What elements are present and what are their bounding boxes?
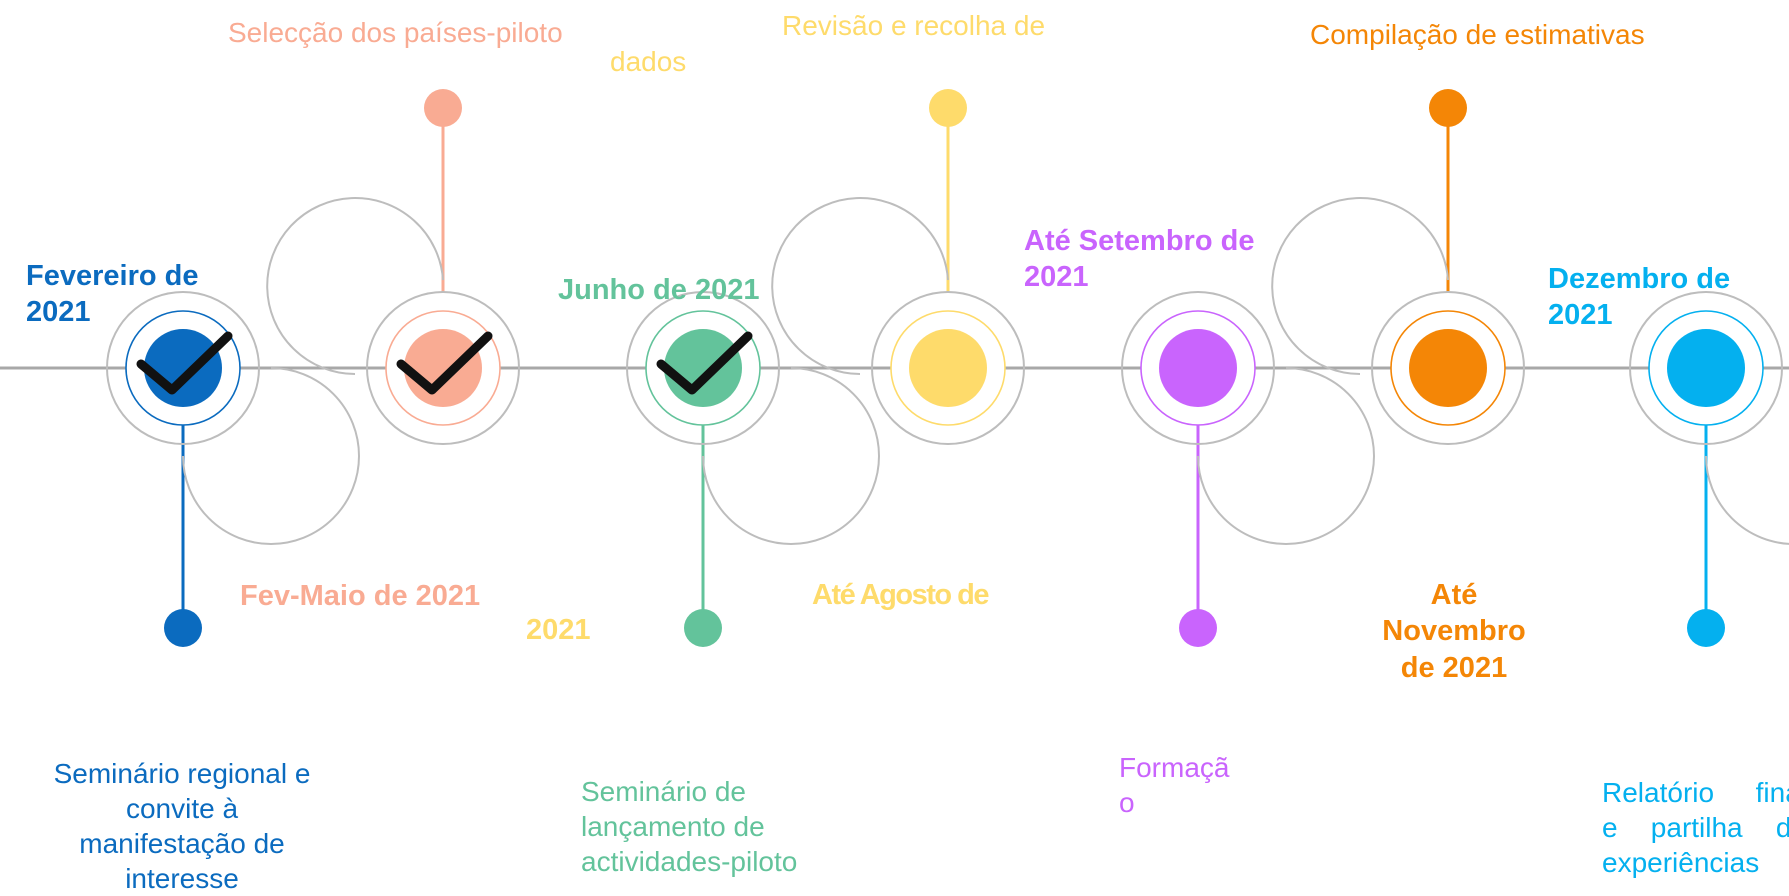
milestone-2-outer-ring — [366, 291, 520, 445]
milestone-1-activity: Seminário regional e convite à manifesta… — [53, 758, 311, 894]
milestone-4-outer-ring — [871, 291, 1025, 445]
milestone-1-outer-ring — [106, 291, 260, 445]
milestone-7-outer-arc — [1705, 455, 1789, 545]
milestone-1-check-icon — [136, 331, 233, 395]
milestone-1-core — [144, 329, 222, 407]
milestone-6-date: Até Novembro de 2021 — [1382, 579, 1526, 684]
milestone-2-outer-arc — [266, 197, 444, 375]
milestone-2-core — [404, 329, 482, 407]
milestone-7-core — [1667, 329, 1745, 407]
milestone-4-activity-line-1: Revisão e recolha de — [782, 10, 1046, 41]
milestone-2-activity: Selecção dos países-piloto — [228, 17, 563, 48]
milestone-3-date: Junho de 2021 — [558, 274, 760, 306]
milestone-4-core — [909, 329, 987, 407]
milestone-7-end-dot — [1687, 609, 1725, 647]
milestone-6-outer-arc — [1271, 197, 1449, 375]
milestone-3-core — [664, 329, 742, 407]
milestone-1-outer-arc — [182, 367, 360, 545]
milestone-3-check-icon — [656, 331, 753, 395]
milestone-2-date: Fev-Maio de 2021 — [240, 580, 481, 612]
milestone-4-date-line-2: 2021 — [526, 614, 591, 646]
milestone-5-outer-arc — [1197, 367, 1375, 545]
milestone-5-outer-ring — [1121, 291, 1275, 445]
milestone-6-activity: Compilação de estimativas — [1310, 19, 1645, 50]
milestone-4-date-line-1: Até Agosto de — [812, 579, 989, 611]
milestone-5-activity: Formaçã o — [1119, 752, 1230, 818]
milestone-7-outer-ring — [1629, 291, 1783, 445]
milestone-5-core — [1159, 329, 1237, 407]
milestone-3-outer-arc — [702, 367, 880, 545]
milestone-4-outer-arc — [771, 197, 949, 375]
milestone-7-date: Dezembro de 2021 — [1548, 263, 1731, 332]
milestone-5-end-dot — [1179, 609, 1217, 647]
milestone-6-outer-ring — [1371, 291, 1525, 445]
milestone-6-end-dot — [1429, 89, 1467, 127]
milestone-4-activity-line-2: dados — [610, 46, 687, 77]
milestone-5-date: Até Setembro de 2021 — [1024, 225, 1255, 294]
milestone-1-end-dot — [164, 609, 202, 647]
milestone-6-core — [1409, 329, 1487, 407]
milestone-4-end-dot — [929, 89, 967, 127]
milestone-2-check-icon — [396, 331, 493, 395]
milestone-3-outer-ring — [626, 291, 780, 445]
milestone-3-activity: Seminário de lançamento de actividades-p… — [581, 776, 798, 877]
milestone-2-end-dot — [424, 89, 462, 127]
milestone-1-date: Fevereiro de 2021 — [26, 260, 199, 329]
milestone-3-end-dot — [684, 609, 722, 647]
milestone-7-activity: Relatório final e partilha de experiênci… — [1602, 777, 1789, 878]
